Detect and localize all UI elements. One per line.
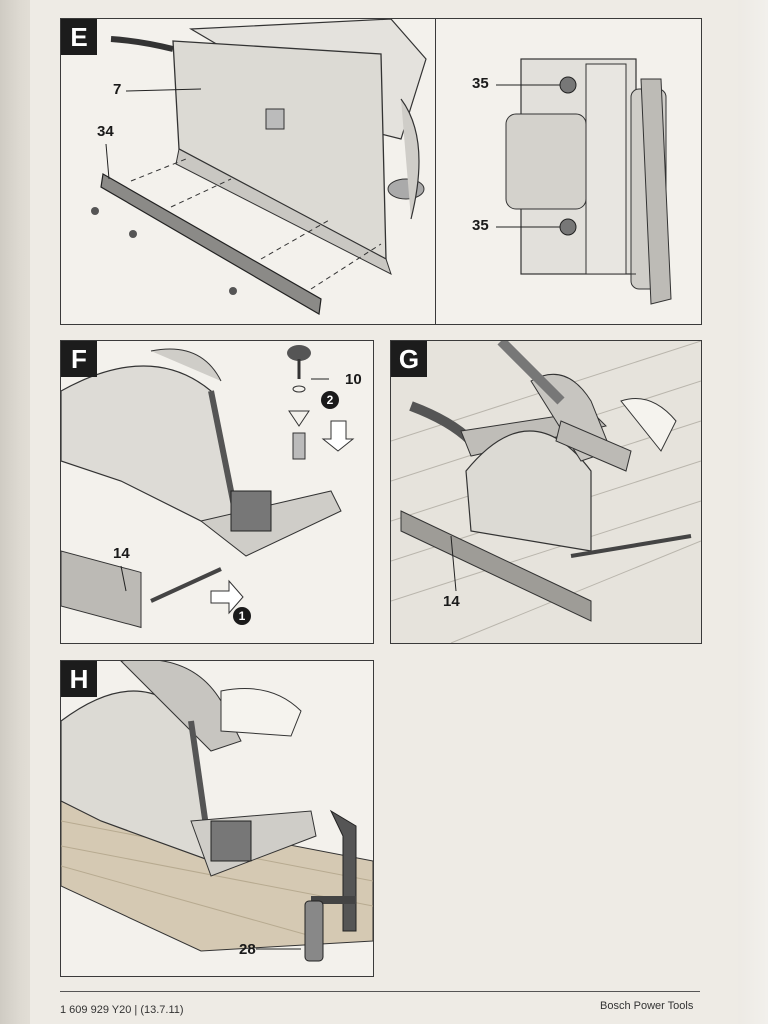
callout-28: 28 xyxy=(239,941,256,958)
figure-letter-f: F xyxy=(61,341,97,377)
footer-brand: Bosch Power Tools xyxy=(600,1000,694,1012)
figure-panel-g: G 14 xyxy=(390,340,702,644)
figure-panel-e-side-view: 35 35 xyxy=(435,18,702,325)
saw-with-clamp-illustration xyxy=(61,661,373,962)
callout-35-bottom: 35 xyxy=(472,217,489,234)
callout-7: 7 xyxy=(113,81,122,98)
step-2: 2 xyxy=(321,391,339,409)
figure-letter-e: E xyxy=(61,19,97,55)
saw-cutting-with-guide-illustration xyxy=(391,341,701,643)
callout-35-top: 35 xyxy=(472,75,489,92)
saw-side-view-illustration xyxy=(496,58,672,305)
callout-14: 14 xyxy=(113,545,130,562)
footer-rule xyxy=(60,991,700,992)
callout-14-g: 14 xyxy=(443,593,460,610)
book-spine xyxy=(0,0,34,1024)
saw-guide-plate-illustration xyxy=(91,19,427,315)
figure-letter-g: G xyxy=(391,341,427,377)
page-edge xyxy=(732,0,768,1024)
figure-panel-h: H H 28 xyxy=(60,660,374,977)
figure-letter-h-overlay: H xyxy=(61,661,97,697)
callout-10: 10 xyxy=(345,371,362,388)
figure-panel-f: F 10 14 1 2 xyxy=(60,340,374,644)
callout-34: 34 xyxy=(97,123,114,140)
parallel-guide-mount-illustration xyxy=(61,345,355,629)
footer-doc-number: 1 609 929 Y20 | (13.7.11) xyxy=(60,1004,184,1016)
step-1: 1 xyxy=(233,607,251,625)
figure-panel-e: E 7 34 xyxy=(60,18,437,325)
